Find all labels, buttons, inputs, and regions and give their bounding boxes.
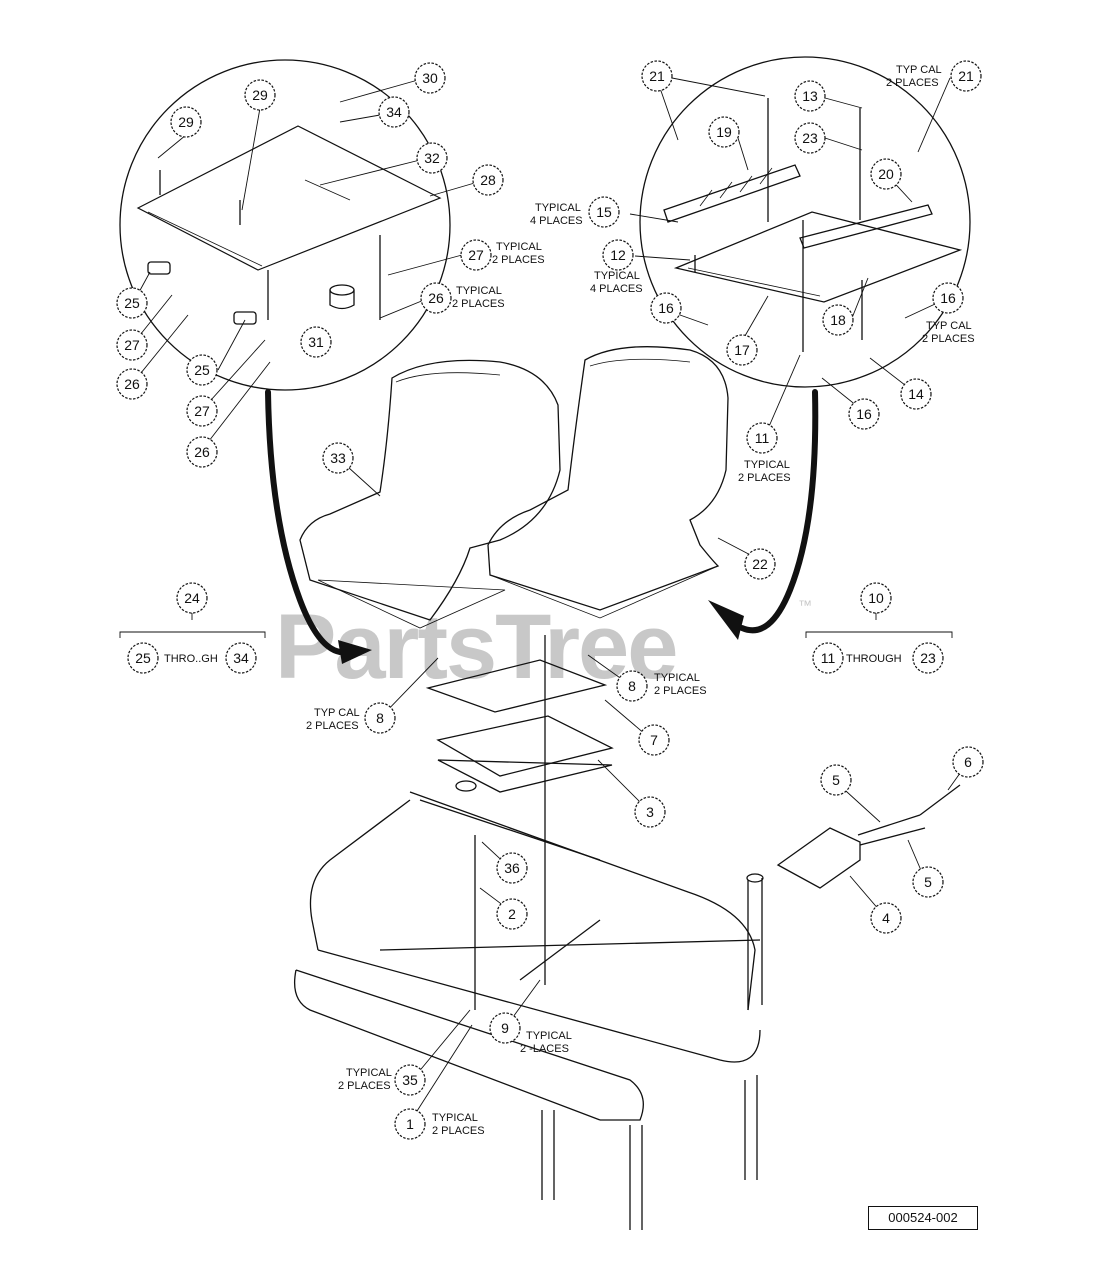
note-2-places: 2 PLACES	[922, 333, 975, 345]
detail-circle-left	[119, 59, 451, 391]
note-2-places: 2 PLACES	[306, 720, 359, 732]
callout-28: 28	[480, 172, 496, 188]
seat-left	[299, 359, 561, 629]
callout-24: 24	[184, 590, 200, 606]
note-4-places: 4 PLACES	[530, 215, 583, 227]
note-typical-2-places: TYPICAL	[432, 1112, 478, 1124]
frame	[293, 635, 764, 1230]
note-2-places: 2 PLACES	[654, 685, 707, 697]
callout-26: 26	[124, 376, 140, 392]
callout-16: 16	[940, 290, 956, 306]
seat-right	[487, 346, 729, 619]
callout-12: 12	[610, 247, 626, 263]
watermark-trademark: ™	[798, 597, 812, 613]
callout-8: 8	[376, 710, 384, 726]
callout-22: 22	[752, 556, 768, 572]
callout-10: 10	[868, 590, 884, 606]
callout-29: 29	[252, 87, 268, 103]
note-typical: TYPICAL	[654, 672, 700, 684]
note-4-places: 4 PLACES	[590, 283, 643, 295]
note-through: THRO..GH	[164, 653, 218, 665]
callout-5: 5	[832, 772, 840, 788]
note-2-places: 2 PLACES	[452, 298, 505, 310]
note-2-places: 2 PLACES	[338, 1080, 391, 1092]
callout-16: 16	[856, 406, 872, 422]
arrow-left-curve	[265, 389, 343, 655]
callout-25: 25	[135, 650, 151, 666]
reference-code: 000524-002	[868, 1206, 978, 1230]
arrow-left-head	[338, 640, 372, 664]
callout-numbers: 1 2 3 4 5 5 6 7 8 8 9 10 11 11 12 13 14 …	[124, 68, 974, 1132]
callout-21: 21	[649, 68, 665, 84]
detail-circle-right	[639, 56, 971, 388]
note-2-laces: 2 -LACES	[520, 1043, 569, 1055]
note-typical: TYPICAL	[594, 270, 640, 282]
callout-25: 25	[124, 295, 140, 311]
callout-23: 23	[920, 650, 936, 666]
callout-17: 17	[734, 342, 750, 358]
note-2-places: 2 PLACES	[432, 1125, 485, 1137]
callout-35: 35	[402, 1072, 418, 1088]
callout-11: 11	[755, 430, 770, 446]
callout-7: 7	[650, 732, 658, 748]
note-typical: TYPICAL	[496, 241, 542, 253]
callout-21: 21	[958, 68, 974, 84]
callout-6: 6	[964, 754, 972, 770]
callout-26: 26	[194, 444, 210, 460]
callout-27: 27	[468, 247, 484, 263]
callout-20: 20	[878, 166, 894, 182]
note-2-places: 2 PLACES	[886, 77, 939, 89]
callout-3: 3	[646, 804, 654, 820]
arrow-right-head	[708, 600, 744, 640]
note-typ-cal: TYP CAL	[314, 707, 360, 719]
callout-2: 2	[508, 906, 516, 922]
callout-23: 23	[802, 130, 818, 146]
callouts	[116, 60, 984, 1140]
callout-13: 13	[802, 88, 818, 104]
arrow-right-curve	[739, 389, 819, 634]
callout-1: 1	[406, 1116, 414, 1132]
callout-26: 26	[428, 290, 444, 306]
note-2-places: 2 PLACES	[492, 254, 545, 266]
callout-25: 25	[194, 362, 210, 378]
callout-18: 18	[830, 312, 846, 328]
note-typical: TYPICAL	[535, 202, 581, 214]
callout-27: 27	[194, 403, 210, 419]
callout-19: 19	[716, 124, 732, 140]
callout-15: 15	[596, 204, 612, 220]
callout-36: 36	[504, 860, 520, 876]
callout-4: 4	[882, 910, 890, 926]
callout-9: 9	[501, 1020, 509, 1036]
callout-14: 14	[908, 386, 924, 402]
callout-16: 16	[658, 300, 674, 316]
callout-30: 30	[422, 70, 438, 86]
callout-8: 8	[628, 678, 636, 694]
note-typical: TYPICAL	[346, 1067, 392, 1079]
callout-34: 34	[233, 650, 249, 666]
lever-assembly	[776, 784, 961, 889]
callout-34: 34	[386, 104, 402, 120]
notes: TYP CAL 2 PLACES TYPICAL 4 PLACES TYPICA…	[164, 64, 975, 1137]
note-typical: TYPICAL	[744, 459, 790, 471]
callout-31: 31	[308, 334, 324, 350]
callout-27: 27	[124, 337, 140, 353]
callout-32: 32	[424, 150, 440, 166]
note-typ-cal: TYP CAL	[896, 64, 942, 76]
callout-5: 5	[924, 874, 932, 890]
callout-11: 11	[821, 650, 836, 666]
callout-33: 33	[330, 450, 346, 466]
callout-29: 29	[178, 114, 194, 130]
mounting-plates	[425, 659, 614, 793]
note-typical: TYPICAL	[526, 1030, 572, 1042]
note-typical: TYPICAL	[456, 285, 502, 297]
note-typ-cal: TYP CAL	[926, 320, 972, 332]
note-2-places: 2 PLACES	[738, 472, 791, 484]
note-through: THROUGH	[846, 653, 902, 665]
